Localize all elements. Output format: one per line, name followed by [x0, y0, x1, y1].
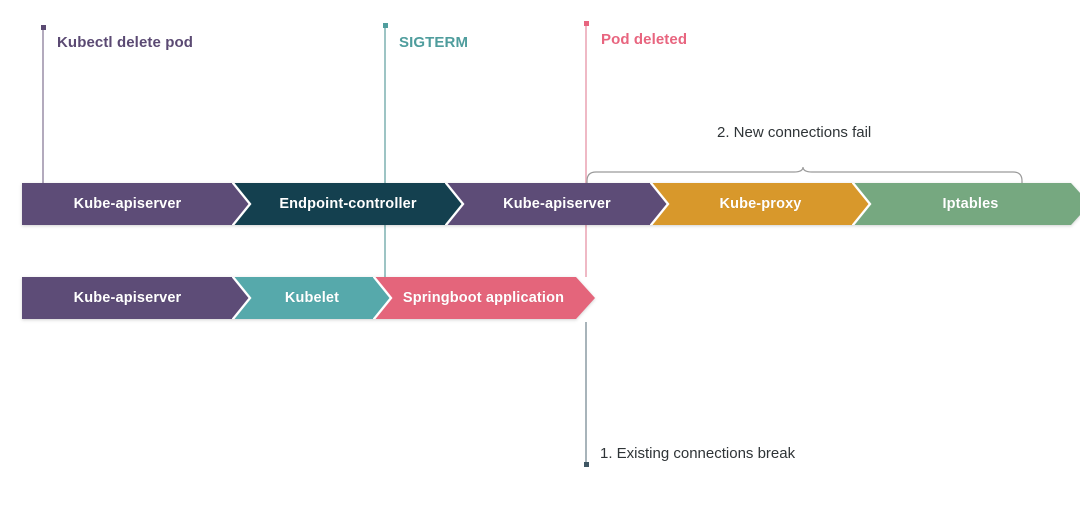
flow-segment-label: Iptables: [942, 196, 999, 212]
flow-segment-kube-proxy[interactable]: Kube-proxy: [651, 183, 870, 225]
event-label-pod-deleted: Pod deleted: [601, 31, 688, 48]
flow-segment-kube-apiserver[interactable]: Kube-apiserver: [22, 277, 250, 319]
timeline-marker-dot-sigterm: [382, 23, 388, 28]
flow-segment-label: Endpoint-controller: [279, 196, 417, 212]
flow-segment-kubelet[interactable]: Kubelet: [233, 277, 391, 319]
annotation-existing-connections-break: 1. Existing connections break: [600, 445, 796, 462]
event-label-sigterm: SIGTERM: [399, 34, 469, 51]
trailing-marker-dot: [583, 462, 589, 467]
flow-segment-kube-apiserver[interactable]: Kube-apiserver: [22, 183, 250, 225]
annotation-new-connections-fail: 2. New connections fail: [717, 124, 872, 141]
flow-segment-label: Kube-proxy: [719, 196, 802, 212]
flow-segment-label: Kube-apiserver: [73, 196, 182, 212]
timeline-marker-pod-deleted: [585, 23, 587, 277]
flow-segment-label: Kube-apiserver: [503, 196, 611, 212]
timeline-marker-dot-kubectl-delete-pod: [40, 25, 46, 30]
flow-segment-label: Kubelet: [284, 290, 340, 306]
timeline-marker-sigterm: [384, 25, 386, 277]
flow-segment-endpoint-controller[interactable]: Endpoint-controller: [233, 183, 463, 225]
flow-segment-label: Springboot application: [402, 290, 565, 306]
event-label-kubectl-delete-pod: Kubectl delete pod: [57, 34, 193, 51]
timeline-marker-dot-pod-deleted: [583, 21, 589, 26]
flow-segment-springboot-application[interactable]: Springboot application: [374, 277, 595, 319]
flow-segment-iptables[interactable]: Iptables: [853, 183, 1080, 225]
flow-bar-control-plane-flow: Kube-apiserver Endpoint-controller Kube-ap…: [22, 183, 1080, 225]
trailing-marker-line: [585, 322, 587, 465]
flow-segment-label: Kube-apiserver: [73, 290, 182, 306]
flow-bar-node-flow: Kube-apiserver Kubelet Springboot applicat…: [22, 277, 595, 319]
flow-segment-kube-apiserver[interactable]: Kube-apiserver: [446, 183, 668, 225]
timeline-marker-kubectl-delete-pod: [42, 27, 44, 183]
